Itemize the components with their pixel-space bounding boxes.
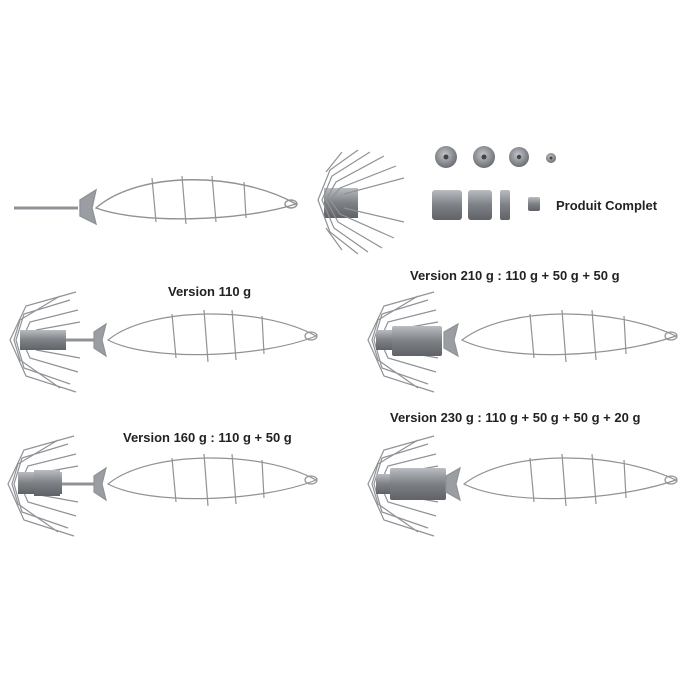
jig-160g <box>7 435 318 537</box>
jig-210g <box>367 291 678 393</box>
component-weights <box>432 190 540 220</box>
version-160-label: Version 160 g : 110 g + 50 g <box>123 430 292 445</box>
version-210-label: Version 210 g : 110 g + 50 g + 50 g <box>410 268 620 283</box>
jig-body-top <box>14 175 298 226</box>
jig-230g <box>367 435 678 537</box>
component-discs <box>435 146 556 168</box>
version-110-label: Version 110 g <box>168 284 252 299</box>
version-230-label: Version 230 g : 110 g + 50 g + 50 g + 20… <box>390 410 641 425</box>
produit-complet-label: Produit Complet <box>556 198 658 213</box>
umbrella-crown-top <box>317 149 405 255</box>
jig-110g <box>9 291 318 393</box>
